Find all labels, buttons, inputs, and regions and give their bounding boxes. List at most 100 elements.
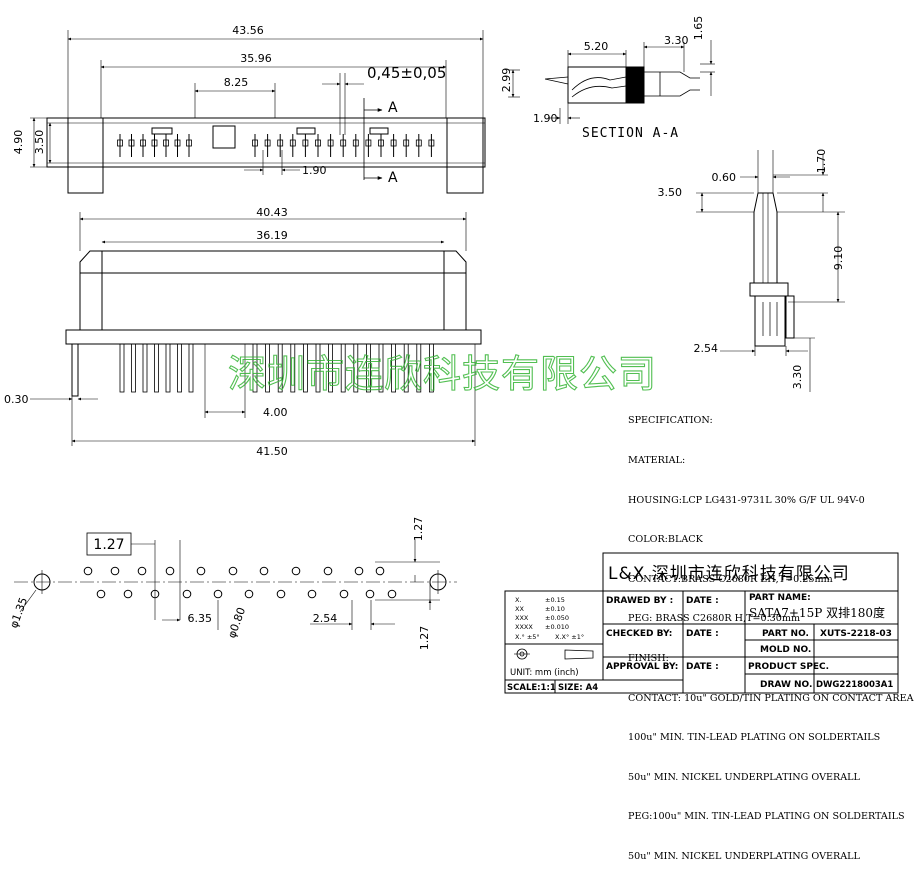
spec-line: 50u" MIN. NICKEL UNDERPLATING OVERALL xyxy=(628,771,860,783)
front-pin xyxy=(403,343,409,393)
front-base xyxy=(65,329,482,345)
dim-front-gap: 4.00 xyxy=(263,406,288,419)
company-name: L&X 深圳市连欣科技有限公司 xyxy=(608,564,850,584)
top-view-outline xyxy=(46,117,486,168)
dim-section-top-right: 3.30 xyxy=(664,34,689,47)
top-pin-pad xyxy=(302,139,309,147)
pcb-hole xyxy=(196,566,206,576)
section-view-labels: 5.20 3.30 1.65 2.99 1.90 SECTION A-A xyxy=(500,16,705,141)
dim-top-span: 35.96 xyxy=(240,52,272,65)
front-pin xyxy=(119,343,125,393)
front-pin xyxy=(340,343,346,393)
pcb-holes xyxy=(83,566,397,599)
front-pin xyxy=(428,343,434,393)
top-pin-pad xyxy=(315,139,321,147)
spec-line: PEG: BRASS C2680R H,T=0.30mm xyxy=(628,613,801,625)
top-pin-pad xyxy=(277,139,284,147)
drawed-by-label: DRAWED BY : xyxy=(606,596,673,606)
top-pin-pad xyxy=(128,139,135,147)
right-peg xyxy=(446,117,484,194)
side-flange xyxy=(749,282,789,297)
pcb-layout xyxy=(14,532,457,630)
top-pin-pad xyxy=(186,139,192,147)
product-spec-label: PRODUCT SPEC. xyxy=(748,662,829,672)
tol-key-1: XX xyxy=(515,605,524,613)
spec-line: CONTACT:BRASS C2680R EH,T=0.25mm xyxy=(628,573,833,585)
part-name: SATA7+15P 双排180度 xyxy=(749,605,885,620)
dim-side-top: 0.60 xyxy=(712,171,737,184)
dim-side-left: 3.50 xyxy=(658,186,683,199)
front-view xyxy=(30,212,482,446)
dim-section-side-left: 2.99 xyxy=(500,68,513,93)
watermark-text: 深圳市连欣科技有限公司 xyxy=(228,352,657,396)
dim-pitch-small: 0,45±0,05 xyxy=(367,64,446,82)
top-pin-pad xyxy=(428,139,435,147)
pcb-hole xyxy=(123,589,133,599)
pcb-hole xyxy=(110,566,120,576)
section-contact-block xyxy=(625,66,645,104)
tol-val-2: ±0.050 xyxy=(545,614,569,622)
spec-line: SPECIFICATION: xyxy=(628,415,713,427)
pcb-hole xyxy=(228,566,238,576)
pcb-hole xyxy=(291,566,301,576)
side-view xyxy=(696,150,845,392)
dim-front-base: 41.50 xyxy=(256,445,288,458)
front-right-post xyxy=(443,250,467,330)
pcb-hole xyxy=(182,589,192,599)
latch-left xyxy=(151,127,173,135)
dim-side-height: 9.10 xyxy=(832,246,845,271)
spec-line: PEG:100u" MIN. TIN-LEAD PLATING ON SOLDE… xyxy=(628,811,905,823)
pcb-hole xyxy=(244,589,254,599)
key-slot xyxy=(212,125,236,149)
spec-line: HOUSING:LCP LG431-9731L 30% G/F UL 94V-0 xyxy=(628,494,865,506)
tol-val-3: ±0.010 xyxy=(545,623,569,631)
top-pin-pad xyxy=(252,139,258,147)
front-pin xyxy=(188,343,194,393)
front-pin xyxy=(265,343,271,393)
spec-line: COLOR:BLACK xyxy=(628,534,703,546)
pcb-hole xyxy=(165,566,175,576)
top-pin-pad xyxy=(151,139,158,147)
spec-line: FINISH: xyxy=(628,652,669,664)
latch-right xyxy=(369,127,389,135)
pcb-hole xyxy=(276,589,286,599)
side-view-labels: 1.70 0.60 3.50 9.10 2.54 3.30 xyxy=(658,149,846,390)
front-pin xyxy=(365,343,371,393)
part-no: XUTS-2218-03 xyxy=(820,629,892,639)
top-pin-pad xyxy=(117,139,123,147)
top-pin-pad xyxy=(378,139,384,147)
top-pin-pad xyxy=(415,139,422,147)
section-view xyxy=(508,40,715,124)
checked-by-label: CHECKED BY: xyxy=(606,629,672,639)
side-peg xyxy=(785,295,795,339)
front-view-pins xyxy=(119,343,434,393)
front-pin xyxy=(302,343,308,393)
latch-mid xyxy=(296,127,316,135)
date-label-1: DATE : xyxy=(686,596,719,606)
top-pin-pad xyxy=(365,139,372,147)
dim-section-top-left: 5.20 xyxy=(584,40,609,53)
dim-pcb-right-top: 1.27 xyxy=(412,517,425,542)
part-name-label: PART NAME: xyxy=(749,593,811,603)
technical-drawing: 43.56 35.96 8.25 0,45±0,05 1.90 A A 4.90… xyxy=(4,16,899,694)
dim-side-tail: 3.30 xyxy=(791,365,804,390)
pcb-hole xyxy=(259,566,269,576)
dim-overall-width: 43.56 xyxy=(232,24,264,37)
draw-no-label: DRAW NO. xyxy=(760,680,812,690)
tol-key-2: XXX xyxy=(515,614,529,622)
top-pin-pad xyxy=(264,139,271,147)
top-pin-pad xyxy=(174,139,181,147)
front-left-post xyxy=(79,250,103,330)
front-pin xyxy=(328,343,334,393)
top-view-dimension-labels: 43.56 35.96 8.25 0,45±0,05 1.90 A A 4.90… xyxy=(12,24,446,186)
front-pin xyxy=(277,343,283,393)
title-block-body xyxy=(504,590,899,694)
dim-pcb-pitch-box: 1.27 xyxy=(93,537,124,553)
draw-no: DWG2218003A1 xyxy=(816,680,893,690)
date-label-2: DATE : xyxy=(686,629,719,639)
dim-section-side-right: 1.65 xyxy=(692,16,705,41)
pcb-hole xyxy=(96,589,106,599)
dim-front-pin: 0.30 xyxy=(4,393,29,406)
dim-front-inner: 36.19 xyxy=(256,229,288,242)
front-pin xyxy=(154,343,159,393)
